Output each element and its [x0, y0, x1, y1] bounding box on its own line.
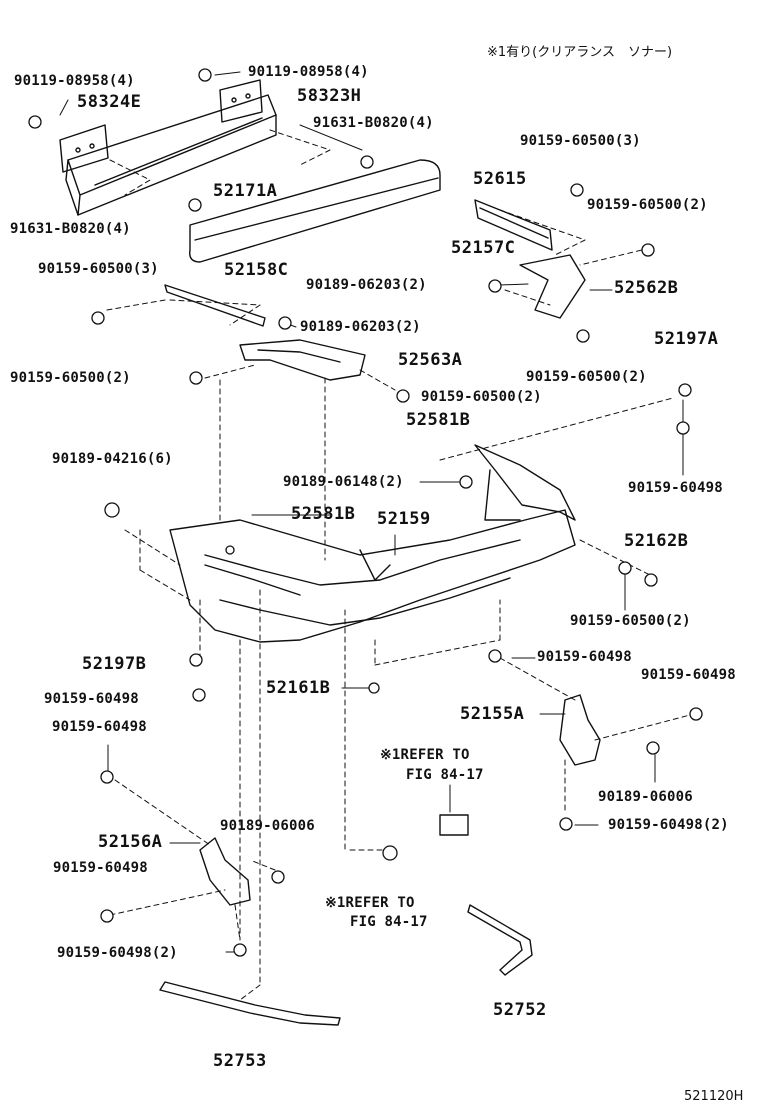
part-label-90159-60498-2-right: 90159-60498(2): [608, 817, 729, 833]
part-label-52563A: 52563A: [398, 350, 463, 370]
part-label-52158C: 52158C: [224, 260, 289, 280]
moulding-52753-drawing: [159, 981, 341, 1026]
part-label-52752: 52752: [493, 1000, 547, 1020]
part-label-90189-06006-left: 90189-06006: [220, 818, 315, 834]
part-label-90159-60498-lower-left: 90159-60498: [53, 860, 148, 876]
part-label-52159: 52159: [377, 509, 431, 529]
figure-id: 521120H: [684, 1089, 744, 1104]
part-label-90159-60500-2-left: 90159-60500(2): [10, 370, 131, 386]
part-label-90189-06203-center: 90189-06203(2): [300, 319, 421, 335]
energy-absorber-drawing: [189, 159, 441, 263]
part-label-52155A: 52155A: [460, 704, 525, 724]
part-label-90159-60500-3-upper: 90159-60500(3): [520, 133, 641, 149]
part-label-90189-06148: 90189-06148(2): [283, 474, 404, 490]
part-label-90189-04216: 90189-04216(6): [52, 451, 173, 467]
part-label-90159-60498-left-2: 90159-60498: [52, 719, 147, 735]
part-label-90159-60498-2-left: 90159-60498(2): [57, 945, 178, 961]
part-label-52156A: 52156A: [98, 832, 163, 852]
side-retainers-drawing: [164, 199, 586, 381]
part-label-91631-B0820-left: 91631-B0820(4): [10, 221, 131, 237]
reinforcement-brackets-drawing: [59, 79, 263, 173]
refer-note-upper-line2: FIG 84-17: [406, 767, 484, 783]
part-label-90159-60498-right: 90159-60498: [641, 667, 736, 683]
part-label-52562B: 52562B: [614, 278, 679, 298]
part-label-90119-08958-right: 90119-08958(4): [248, 64, 369, 80]
moulding-52752-drawing: [467, 904, 533, 976]
part-label-52753: 52753: [213, 1051, 267, 1071]
bumper-cover-drawing: [169, 444, 576, 643]
part-label-90189-06203-right: 90189-06203(2): [306, 277, 427, 293]
part-label-52162B: 52162B: [624, 531, 689, 551]
part-label-91631-B0820-right: 91631-B0820(4): [313, 115, 434, 131]
part-label-90189-06006-right: 90189-06006: [598, 789, 693, 805]
bumper-reinforcement-drawing: [65, 94, 277, 216]
part-label-52197A: 52197A: [654, 329, 719, 349]
part-label-90159-60500-3-left: 90159-60500(3): [38, 261, 159, 277]
part-label-90159-60498-upper-right: 90159-60498: [628, 480, 723, 496]
part-label-90159-60500-2-upper: 90159-60500(2): [587, 197, 708, 213]
part-label-52161B: 52161B: [266, 678, 331, 698]
lower-brackets-drawing: [199, 694, 601, 906]
refer-note-upper-line1: ※1REFER TO: [380, 747, 470, 763]
part-label-90159-60500-2-center: 90159-60500(2): [421, 389, 542, 405]
refer-note-lower-line1: ※1REFER TO: [325, 895, 415, 911]
part-label-52171A: 52171A: [213, 181, 278, 201]
part-label-52581B-upper: 52581B: [406, 410, 471, 430]
part-label-52615: 52615: [473, 169, 527, 189]
part-label-90159-60498-center: 90159-60498: [537, 649, 632, 665]
note-clearance-sonar: ※1有り(クリアランス ソナー): [487, 45, 673, 60]
part-label-58324E: 58324E: [77, 92, 142, 112]
part-label-52581B-left: 52581B: [291, 504, 356, 524]
part-label-90159-60498-left-1: 90159-60498: [44, 691, 139, 707]
part-label-58323H: 58323H: [297, 86, 362, 106]
part-label-52197B: 52197B: [82, 654, 147, 674]
refer-note-lower-line2: FIG 84-17: [350, 914, 428, 930]
part-label-52157C: 52157C: [451, 238, 516, 258]
part-label-90159-60500-2-lower: 90159-60500(2): [570, 613, 691, 629]
part-label-90159-60500-2-right: 90159-60500(2): [526, 369, 647, 385]
part-label-90119-08958-left: 90119-08958(4): [14, 73, 135, 89]
